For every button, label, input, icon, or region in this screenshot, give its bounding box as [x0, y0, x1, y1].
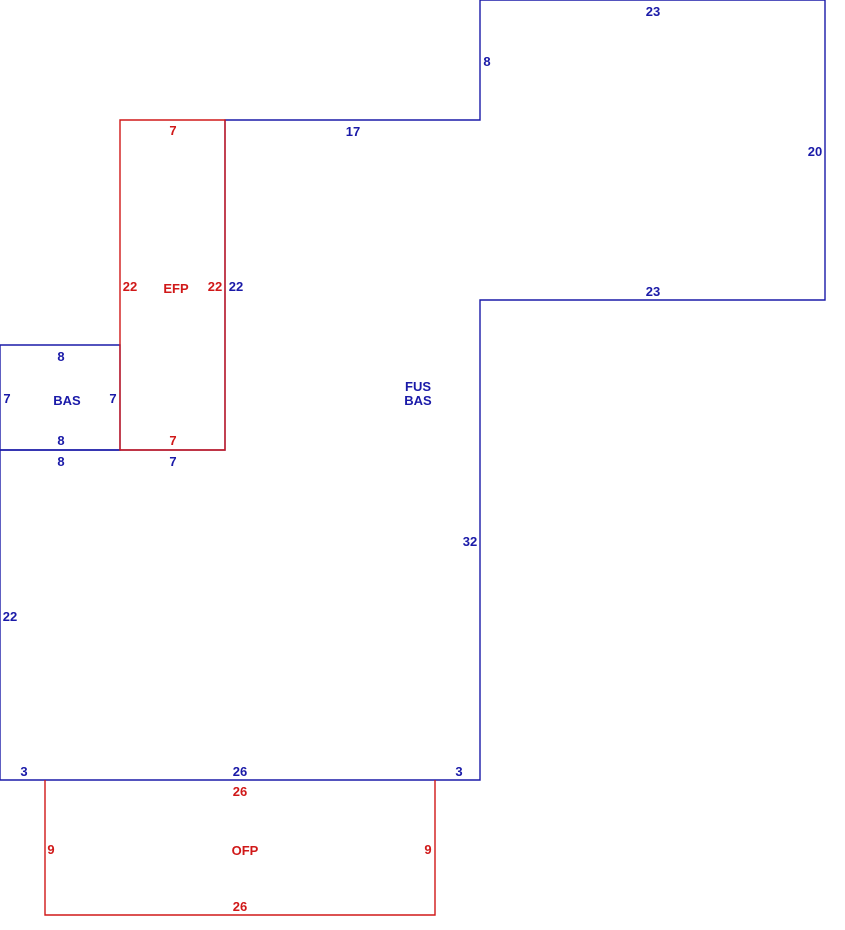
dimension-label: 22 — [208, 279, 222, 294]
dimension-label: 20 — [808, 144, 822, 159]
dimension-label: 23 — [646, 284, 660, 299]
dimension-label: 22 — [123, 279, 137, 294]
area-label-ofp: OFP — [232, 843, 259, 858]
dimension-label: 22 — [3, 609, 17, 624]
dimension-label: 9 — [424, 842, 431, 857]
dimension-label: 9 — [47, 842, 54, 857]
dimension-label: 32 — [463, 534, 477, 549]
area-label-efp: EFP — [163, 281, 189, 296]
dimension-label: 26 — [233, 784, 247, 799]
main-outline — [0, 0, 826, 781]
area-label-bas: BAS — [53, 393, 81, 408]
dimension-label: 8 — [57, 433, 64, 448]
area-label-bas-main: BAS — [404, 393, 432, 408]
dimension-label: 8 — [57, 349, 64, 364]
dimension-label: 26 — [233, 899, 247, 914]
dimension-label: 7 — [169, 433, 176, 448]
dimension-label: 8 — [57, 454, 64, 469]
dimension-label: 7 — [169, 454, 176, 469]
ofp-outline — [44, 780, 436, 916]
dimension-label: 3 — [20, 764, 27, 779]
dimension-label: 7 — [169, 123, 176, 138]
dimension-label: 3 — [455, 764, 462, 779]
dimension-label: 8 — [483, 54, 490, 69]
dimension-label: 22 — [229, 279, 243, 294]
dimension-label: 26 — [233, 764, 247, 779]
area-label-fus: FUS — [405, 379, 431, 394]
dimension-label: 17 — [346, 124, 360, 139]
dimension-label: 7 — [3, 391, 10, 406]
dimension-label: 7 — [109, 391, 116, 406]
efp-outline — [119, 119, 226, 451]
dimension-label: 23 — [646, 4, 660, 19]
